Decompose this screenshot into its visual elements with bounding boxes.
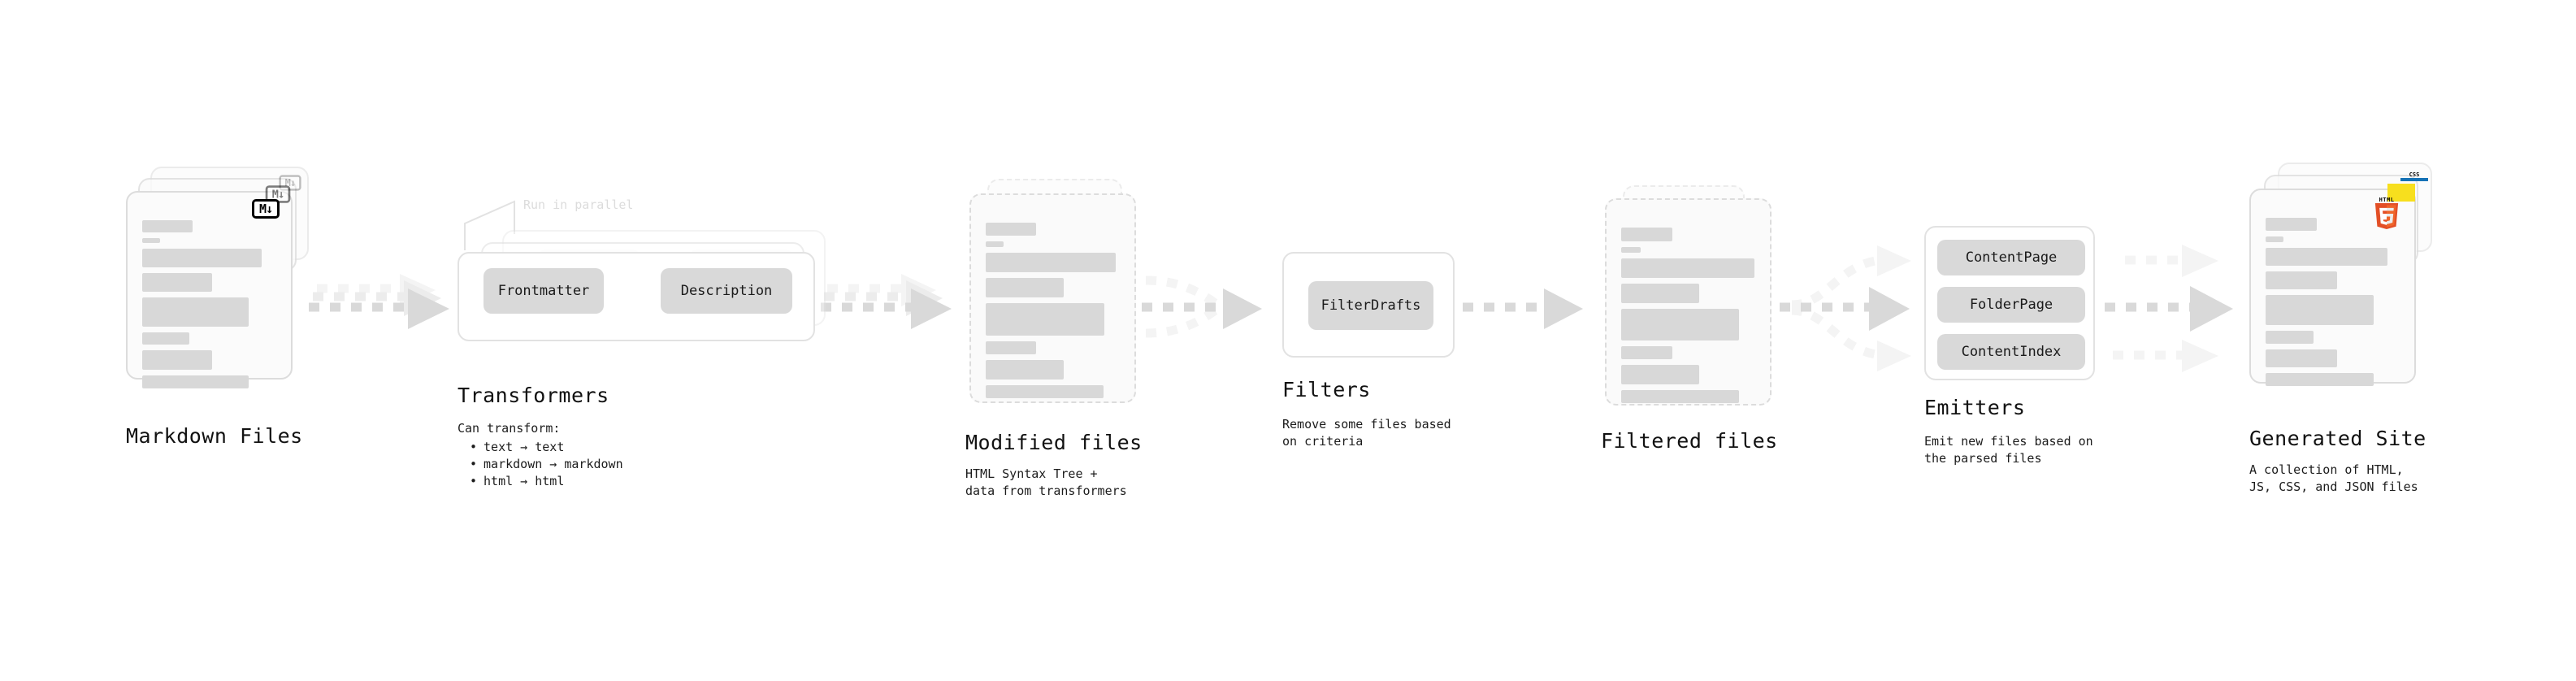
css-icon: CSS [2400, 171, 2428, 181]
site-doc-bars [2266, 218, 2400, 392]
emitters-box[interactable]: ContentPage FolderPage ContentIndex [1924, 226, 2095, 380]
html5-shield-icon [2374, 203, 2399, 229]
modified-doc-bars [986, 223, 1120, 404]
arrow-filtered-to-emitters [1780, 245, 1911, 371]
css-icon-label: CSS [2409, 171, 2420, 178]
filtered-doc-bars [1621, 228, 1755, 409]
transformer-box[interactable]: Frontmatter Description [458, 252, 815, 341]
generated-site-title: Generated Site [2249, 427, 2426, 450]
modified-files-title: Modified files [965, 431, 1143, 454]
html5-icon: HTML [2373, 197, 2400, 229]
transformers-description: Can transform: [458, 421, 561, 436]
generated-site-description: A collection of HTML, JS, CSS, and JSON … [2249, 462, 2418, 494]
markdown-icon-label-b1: M↓ [271, 187, 284, 201]
filters-title: Filters [1282, 378, 1371, 401]
markdown-icon-label-b2: M↓ [284, 176, 297, 189]
transformer-pill-frontmatter[interactable]: Frontmatter [484, 268, 604, 314]
emitters-title: Emitters [1924, 396, 2026, 419]
arrow-filters-to-filtered [1463, 288, 1583, 329]
arrow-transformers-to-modified [821, 274, 952, 329]
emitters-pill-contentpage[interactable]: ContentPage [1937, 240, 2085, 275]
filters-description: Remove some files based on criteria [1282, 417, 1451, 449]
markdown-files-title: Markdown Files [126, 424, 303, 448]
filters-pill-filterdrafts[interactable]: FilterDrafts [1308, 281, 1433, 330]
filtered-doc-card-front [1605, 198, 1772, 406]
arrow-emitters-to-site [2105, 245, 2233, 372]
emitters-pill-folderpage[interactable]: FolderPage [1937, 287, 2085, 323]
filters-box[interactable]: FilterDrafts [1282, 252, 1455, 358]
doc-card-front [126, 191, 293, 388]
run-in-parallel-label: Run in parallel [523, 197, 634, 212]
emitters-pill-contentindex[interactable]: ContentIndex [1937, 334, 2085, 370]
html5-icon-word: HTML [2379, 197, 2395, 203]
javascript-icon [2387, 184, 2415, 202]
markdown-icon: M↓ [252, 199, 280, 219]
modified-doc-card-front [969, 193, 1136, 403]
transformers-bullet-1: markdown → markdown [470, 456, 623, 473]
arrow-markdown-to-transformers [309, 274, 449, 329]
transformers-bullets: text → text markdown → markdown html → h… [470, 439, 623, 490]
transformers-bullet-2: html → html [470, 473, 623, 490]
doc-placeholder-bars [142, 220, 276, 394]
transformers-title: Transformers [458, 384, 609, 407]
markdown-icon-label: M↓ [258, 201, 273, 216]
site-doc-card-front [2249, 189, 2416, 386]
transformers-bullet-0: text → text [470, 439, 623, 456]
modified-files-description: HTML Syntax Tree + data from transformer… [965, 466, 1127, 498]
transformer-pill-description[interactable]: Description [661, 268, 792, 314]
css-icon-bar [2400, 178, 2428, 181]
emitters-description: Emit new files based on the parsed files [1924, 434, 2093, 466]
filtered-files-title: Filtered files [1601, 429, 1778, 453]
arrow-modified-to-filters [1142, 275, 1262, 338]
